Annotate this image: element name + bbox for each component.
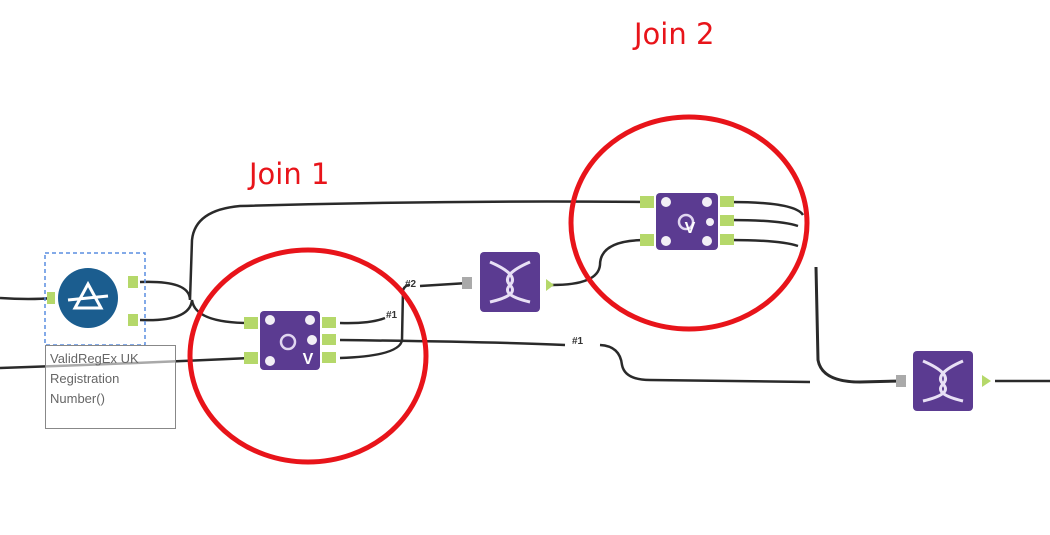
join1-highlight-circle (187, 247, 429, 465)
dna-union-icon (480, 252, 540, 312)
union1-tool[interactable] (462, 252, 554, 312)
wire-regex-bottom-to-join1 (139, 299, 251, 325)
wire-join2-inner (729, 218, 799, 228)
wire-join2-to-union2 (814, 266, 903, 384)
wire-union1-to-join2 (551, 238, 647, 287)
join1-tool[interactable]: V (244, 311, 336, 370)
join1-badge: V (303, 351, 314, 368)
input-anchor[interactable] (462, 277, 472, 289)
label-line: Registration (50, 371, 120, 386)
join2-tool[interactable]: V (640, 193, 734, 250)
join2-annotation: Join 2 (634, 17, 715, 51)
join2-highlight-circle (568, 114, 810, 332)
l-output-anchor[interactable] (322, 317, 336, 328)
output-anchor[interactable] (982, 375, 991, 387)
l-output-anchor[interactable] (720, 196, 734, 207)
right-input-anchor[interactable] (640, 234, 654, 246)
wire-label: #1 (572, 336, 584, 347)
input-anchor[interactable] (896, 375, 906, 387)
j-output-anchor[interactable] (720, 215, 734, 226)
wire-join1-inner (339, 338, 566, 347)
dna-union-icon (913, 351, 973, 411)
join-icon (260, 311, 320, 370)
left-input-anchor[interactable] (244, 317, 258, 329)
label-line: ValidRegEx UK (50, 351, 139, 366)
wire-label: #1 (386, 310, 398, 321)
left-input-anchor[interactable] (640, 196, 654, 208)
r-output-anchor[interactable] (720, 234, 734, 245)
connections (0, 200, 1050, 384)
join1-annotation: Join 1 (249, 157, 330, 191)
join2-badge: V (685, 220, 696, 237)
wire-join2-j (729, 200, 805, 216)
union2-tool[interactable] (896, 351, 991, 411)
wire-label: #2 (405, 279, 417, 290)
output-anchor[interactable] (128, 276, 138, 288)
output-anchor[interactable] (546, 279, 554, 291)
regex-tool-annotation: ValidRegEx UK Registration Number() (45, 345, 176, 429)
regex-tool[interactable] (44, 252, 146, 346)
j-output-anchor[interactable] (322, 334, 336, 345)
wire-to-union1 (419, 281, 469, 288)
wire-join1-r (339, 283, 411, 360)
output-anchor[interactable] (128, 314, 138, 326)
right-input-anchor[interactable] (244, 352, 258, 364)
wire-join1-j (339, 316, 386, 325)
join-icon (656, 193, 718, 250)
wire-regex-top-to-join2 (139, 200, 647, 301)
r-output-anchor[interactable] (322, 352, 336, 363)
wire-j1-r-to-union2 (599, 343, 811, 384)
wire-join2-r (729, 238, 799, 248)
label-line: Number() (50, 391, 105, 406)
input-anchor[interactable] (47, 292, 55, 304)
